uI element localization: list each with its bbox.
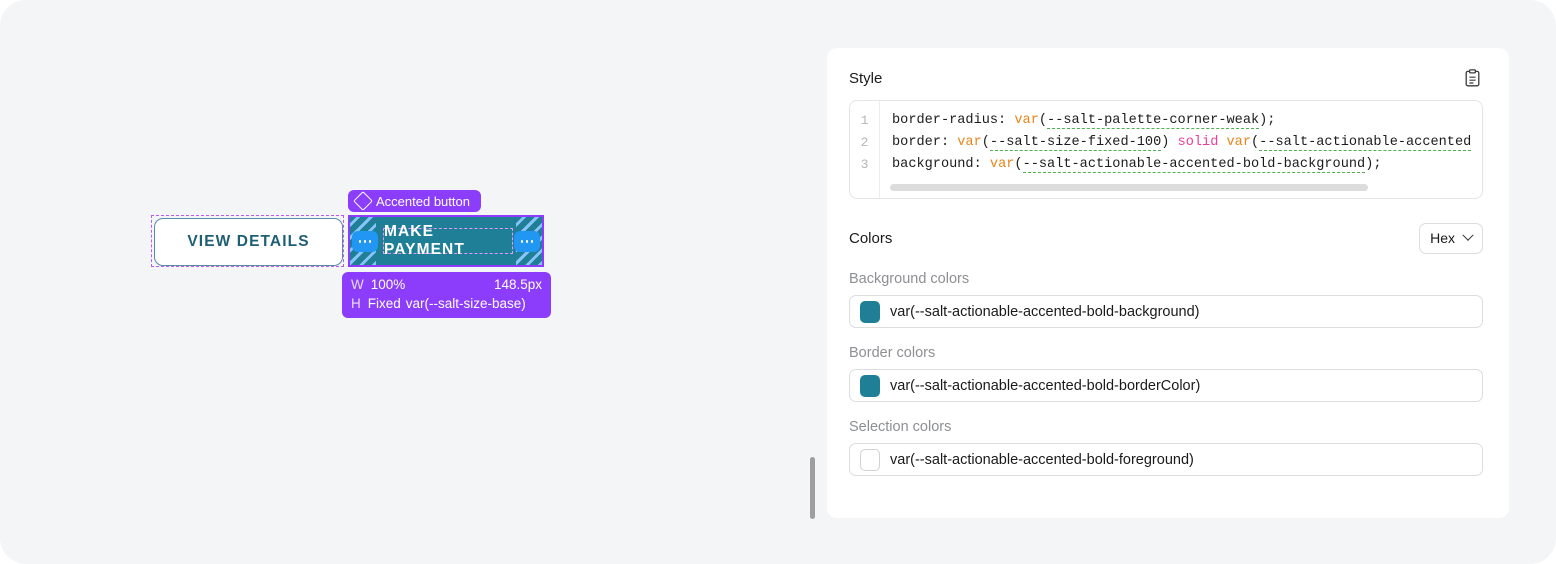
line-number: 1	[860, 113, 869, 128]
color-format-value: Hex	[1430, 230, 1455, 246]
background-color-field[interactable]: var(--salt-actionable-accented-bold-back…	[849, 295, 1483, 328]
view-details-selection-outline: VIEW DETAILS	[151, 215, 344, 267]
component-preview-area: VIEW DETAILS Accented button MAKE PAYMEN…	[151, 190, 551, 318]
selection-color-field[interactable]: var(--salt-actionable-accented-bold-fore…	[849, 443, 1483, 476]
properties-panel: Style 1 2 3	[827, 48, 1509, 518]
code-paren-2: (	[1251, 135, 1260, 150]
line-number: 2	[860, 135, 869, 150]
code-token: --salt-palette-corner-weak	[1047, 113, 1260, 129]
width-key: W	[351, 277, 364, 292]
background-color-value: var(--salt-actionable-accented-bold-back…	[890, 303, 1200, 320]
code-close: );	[1365, 157, 1382, 172]
code-token: --salt-size-fixed-100	[989, 135, 1162, 151]
code-line-3: background: var(--salt-actionable-accent…	[892, 154, 1482, 176]
selection-colors-label: Selection colors	[849, 419, 952, 435]
width-value: 148.5px	[493, 277, 542, 292]
code-fn-2: var	[1218, 135, 1251, 150]
color-swatch[interactable]	[860, 374, 880, 397]
chevron-down-icon	[1462, 229, 1474, 241]
code-fn: var	[957, 135, 982, 150]
width-row: W 100% 148.5px	[351, 275, 542, 294]
color-format-select[interactable]: Hex	[1419, 222, 1483, 254]
style-section-header: Style	[849, 66, 1483, 90]
colors-section-header: Colors Hex	[849, 222, 1483, 254]
height-key: H	[351, 296, 361, 311]
line-number: 3	[860, 157, 869, 172]
code-line-2: border: var(--salt-size-fixed-100) solid…	[892, 132, 1482, 154]
code-paren: (	[981, 135, 990, 150]
ellipsis-handle-icon-right[interactable]	[514, 231, 540, 252]
code-fn: var	[1014, 113, 1039, 128]
panel-vertical-scrollbar[interactable]	[810, 457, 815, 519]
style-code-editor[interactable]: 1 2 3 border-radius: var(--salt-palette-…	[849, 100, 1483, 199]
height-value: var(--salt-size-base)	[405, 296, 526, 311]
background-colors-label: Background colors	[849, 271, 970, 287]
code-fn: var	[989, 157, 1015, 172]
clipboard-icon[interactable]	[1461, 67, 1483, 89]
code-close: );	[1259, 113, 1276, 128]
view-details-button[interactable]: VIEW DETAILS	[154, 218, 343, 266]
code-close: )	[1161, 135, 1178, 150]
height-row: H Fixed var(--salt-size-base)	[351, 294, 542, 313]
code-paren: (	[1038, 113, 1048, 128]
colors-section-title: Colors	[849, 229, 893, 247]
make-payment-button-label: MAKE PAYMENT	[383, 223, 513, 258]
code-paren: (	[1014, 157, 1023, 172]
size-measurement-tooltip: W 100% 148.5px H Fixed var(--salt-size-b…	[342, 272, 551, 318]
code-token-2: --salt-actionable-accented	[1259, 135, 1472, 151]
code-prop: border:	[892, 135, 958, 150]
code-token: --salt-actionable-accented-bold-backgrou…	[1022, 157, 1366, 173]
border-colors-label: Border colors	[849, 345, 936, 361]
width-mode: 100%	[370, 277, 406, 292]
code-horizontal-scrollbar[interactable]	[890, 184, 1368, 191]
code-keyword: solid	[1177, 135, 1219, 150]
ellipsis-handle-icon-left[interactable]	[352, 231, 378, 252]
code-content[interactable]: border-radius: var(--salt-palette-corner…	[880, 101, 1482, 198]
code-line-1: border-radius: var(--salt-palette-corner…	[892, 110, 1482, 132]
style-section-title: Style	[849, 69, 883, 87]
code-prop: background:	[892, 157, 990, 172]
color-swatch[interactable]	[860, 300, 880, 323]
make-payment-button-selection[interactable]: MAKE PAYMENT	[348, 215, 544, 267]
border-color-value: var(--salt-actionable-accented-bold-bord…	[890, 377, 1201, 394]
diamond-icon	[353, 191, 373, 211]
selection-color-value: var(--salt-actionable-accented-bold-fore…	[890, 451, 1194, 468]
height-mode: Fixed	[367, 296, 401, 311]
color-swatch[interactable]	[860, 448, 880, 471]
border-color-field[interactable]: var(--salt-actionable-accented-bold-bord…	[849, 369, 1483, 402]
code-prop: border-radius:	[892, 113, 1015, 128]
component-name-badge[interactable]: Accented button	[348, 190, 481, 212]
component-name-label: Accented button	[376, 193, 470, 209]
code-line-numbers: 1 2 3	[850, 101, 880, 198]
